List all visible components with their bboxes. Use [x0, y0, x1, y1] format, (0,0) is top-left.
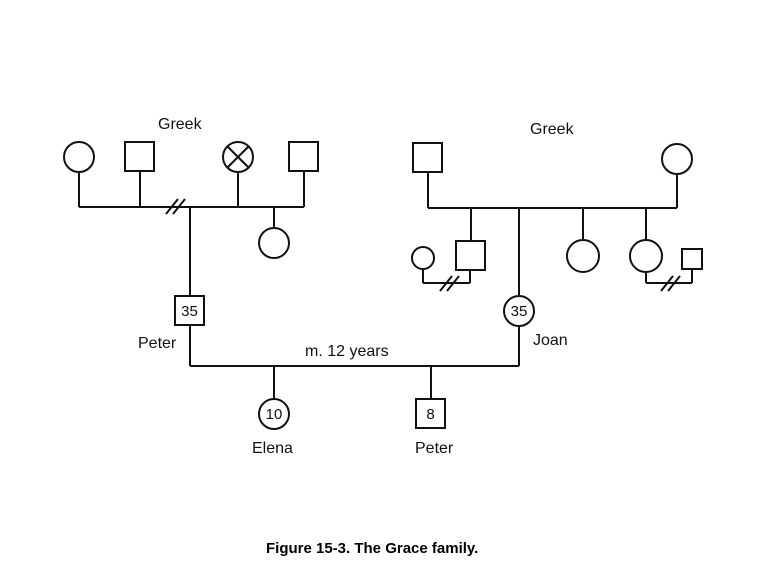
paternal-grandmother: [63, 141, 95, 173]
left-origin-label: Greek: [158, 116, 203, 133]
son-age: 8: [426, 406, 434, 423]
paternal-grandfather: [124, 141, 155, 172]
wife-name: Joan: [533, 332, 568, 349]
husband-age: 35: [181, 303, 198, 320]
left-family-lines: [78, 171, 305, 296]
right-family-lines: [427, 172, 678, 296]
uncle-ex-wife: [411, 246, 435, 270]
daughter-symbol: [258, 398, 290, 430]
aunt-marriage-lines: [645, 269, 693, 292]
husband-name: Peter: [138, 335, 177, 352]
step-grandfather: [288, 141, 319, 172]
maternal-grandmother: [661, 143, 693, 175]
marriage-label: m. 12 years: [305, 343, 389, 360]
uncle-marriage-lines: [422, 269, 471, 292]
figure-caption: Figure 15-3. The Grace family.: [266, 540, 478, 557]
maternal-aunt-2: [629, 239, 663, 273]
deceased-female-symbol: [222, 141, 254, 173]
daughter-age: 10: [266, 406, 283, 423]
maternal-aunt: [566, 239, 600, 273]
marriage-line: [189, 325, 520, 399]
son-name: Peter: [415, 440, 454, 457]
divorce-marks-left: [165, 198, 186, 215]
right-origin-label: Greek: [530, 121, 575, 138]
maternal-grandfather: [412, 142, 443, 173]
maternal-uncle: [455, 240, 486, 271]
half-sister: [258, 227, 290, 259]
aunt-ex-husband: [681, 248, 703, 270]
daughter-name: Elena: [252, 440, 293, 457]
son-symbol: [415, 398, 446, 429]
wife-age: 35: [511, 303, 528, 320]
